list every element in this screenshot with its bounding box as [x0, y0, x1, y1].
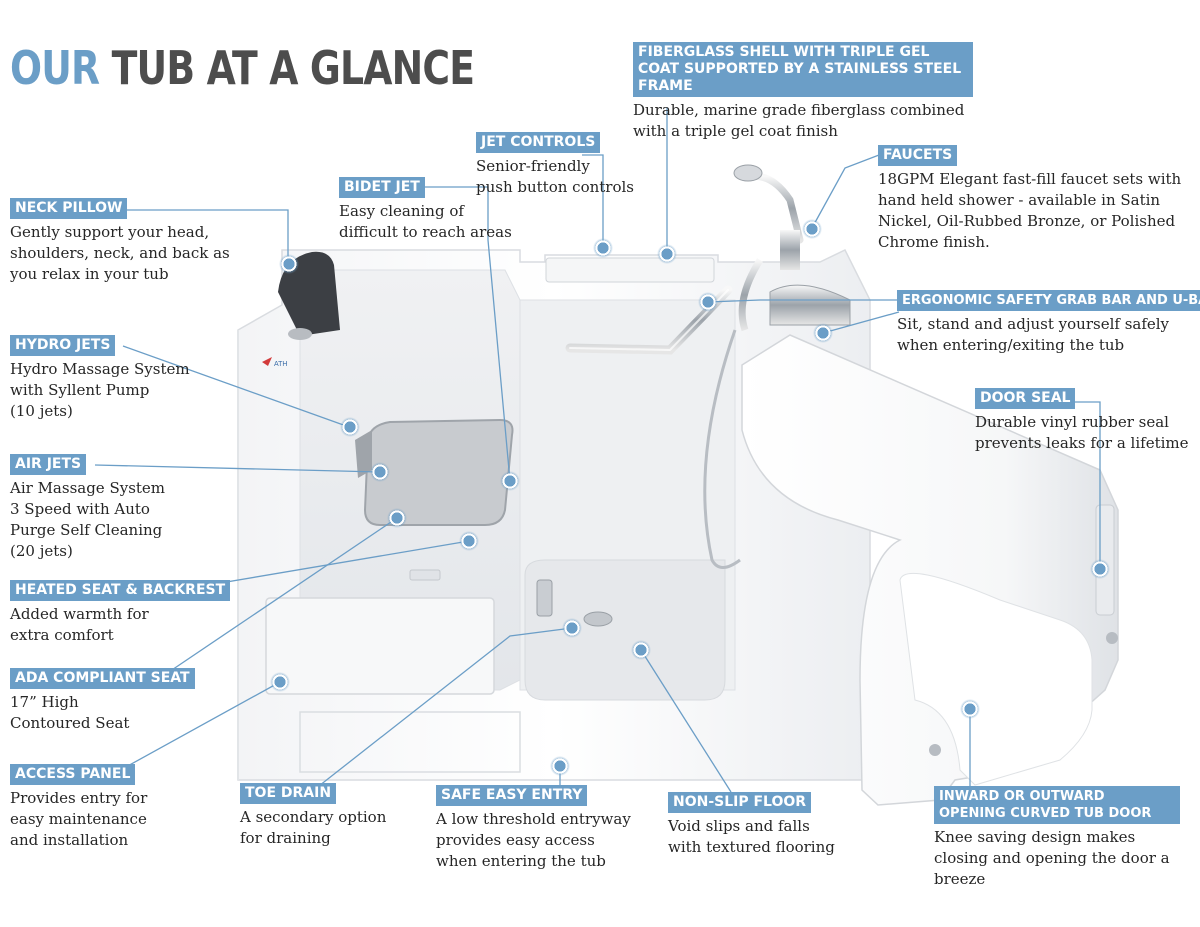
title-accent: OUR — [10, 41, 100, 95]
faucet-set — [703, 164, 894, 569]
safe-entry-desc: A low threshold entryway provides easy a… — [436, 810, 631, 870]
callout-toe-drain: TOE DRAIN A secondary option for drainin… — [240, 783, 386, 849]
air-jets-label: AIR JETS — [10, 454, 87, 475]
ada-seat-label: ADA COMPLIANT SEAT — [10, 668, 195, 689]
door-label: INWARD OR OUTWARD OPENING CURVED TUB DOO… — [934, 786, 1180, 824]
hydro-jets-desc: Hydro Massage System with Syllent Pump (… — [10, 360, 190, 420]
callout-neck-pillow: NECK PILLOW Gently support your head, sh… — [10, 198, 230, 285]
callout-bidet-jet: BIDET JET Easy cleaning of difficult to … — [339, 177, 512, 243]
callout-door: INWARD OR OUTWARD OPENING CURVED TUB DOO… — [934, 786, 1180, 890]
access-panel-desc: Provides entry for easy maintenance and … — [10, 789, 148, 849]
door-seal-label: DOOR SEAL — [975, 388, 1076, 409]
hotspot-markers — [270, 219, 1110, 776]
hydro-jets-label: HYDRO JETS — [10, 335, 116, 356]
grab-bar-desc: Sit, stand and adjust yourself safely wh… — [897, 315, 1170, 354]
door-seal-desc: Durable vinyl rubber seal prevents leaks… — [975, 413, 1189, 452]
jet-controls-desc: Senior-friendly push button controls — [476, 157, 634, 196]
ada-seat-desc: 17” High Contoured Seat — [10, 693, 130, 732]
toe-drain-label: TOE DRAIN — [240, 783, 337, 804]
callout-door-seal: DOOR SEAL Durable vinyl rubber seal prev… — [975, 388, 1189, 454]
faucets-desc: 18GPM Elegant fast-fill faucet sets with… — [878, 170, 1182, 251]
callout-ada-seat: ADA COMPLIANT SEAT 17” High Contoured Se… — [10, 668, 195, 734]
callout-fiberglass: FIBERGLASS SHELL WITH TRIPLE GEL COAT SU… — [633, 42, 973, 142]
callout-air-jets: AIR JETS Air Massage System 3 Speed with… — [10, 454, 165, 562]
callout-heated-seat: HEATED SEAT & BACKREST Added warmth for … — [10, 580, 231, 646]
non-slip-label: NON-SLIP FLOOR — [668, 792, 812, 813]
non-slip-desc: Void slips and falls with textured floor… — [668, 817, 835, 856]
page-title: OUR TUB AT A GLANCE — [10, 40, 475, 96]
leader-lines — [94, 107, 1101, 794]
fiberglass-label: FIBERGLASS SHELL WITH TRIPLE GEL COAT SU… — [633, 42, 973, 97]
callout-non-slip: NON-SLIP FLOOR Void slips and falls with… — [668, 792, 835, 858]
safe-entry-label: SAFE EASY ENTRY — [436, 785, 588, 806]
callout-faucets: FAUCETS 18GPM Elegant fast-fill faucet s… — [878, 145, 1181, 253]
door — [741, 334, 1119, 806]
title-rest: TUB AT A GLANCE — [111, 41, 475, 95]
neck-pillow-label: NECK PILLOW — [10, 198, 128, 219]
bidet-jet-desc: Easy cleaning of difficult to reach area… — [339, 202, 512, 241]
callout-grab-bar: ERGONOMIC SAFETY GRAB BAR AND U-BAR Sit,… — [897, 290, 1200, 356]
air-jets-desc: Air Massage System 3 Speed with Auto Pur… — [10, 479, 166, 560]
access-panel-label: ACCESS PANEL — [10, 764, 136, 785]
callout-jet-controls: JET CONTROLS Senior-friendly push button… — [476, 132, 634, 198]
brand-logo-text: ATH — [274, 361, 287, 368]
seat-cushion — [355, 418, 514, 526]
neck-pillow-desc: Gently support your head, shoulders, nec… — [10, 223, 230, 283]
heated-seat-label: HEATED SEAT & BACKREST — [10, 580, 231, 601]
toe-drain-desc: A secondary option for draining — [240, 808, 387, 847]
callout-safe-entry: SAFE EASY ENTRY A low threshold entryway… — [436, 785, 631, 872]
jet-controls-label: JET CONTROLS — [476, 132, 601, 153]
grab-bar-label: ERGONOMIC SAFETY GRAB BAR AND U-BAR — [897, 290, 1200, 311]
logo: ATH — [262, 357, 287, 368]
heated-seat-desc: Added warmth for extra comfort — [10, 605, 149, 644]
callout-hydro-jets: HYDRO JETS Hydro Massage System with Syl… — [10, 335, 190, 422]
drain — [536, 579, 613, 627]
door-desc: Knee saving design makes closing and ope… — [934, 828, 1170, 888]
faucets-label: FAUCETS — [878, 145, 958, 166]
bidet-jet-label: BIDET JET — [339, 177, 425, 198]
callout-access-panel: ACCESS PANEL Provides entry for easy mai… — [10, 764, 147, 851]
fiberglass-desc: Durable, marine grade fiberglass combine… — [633, 101, 965, 140]
